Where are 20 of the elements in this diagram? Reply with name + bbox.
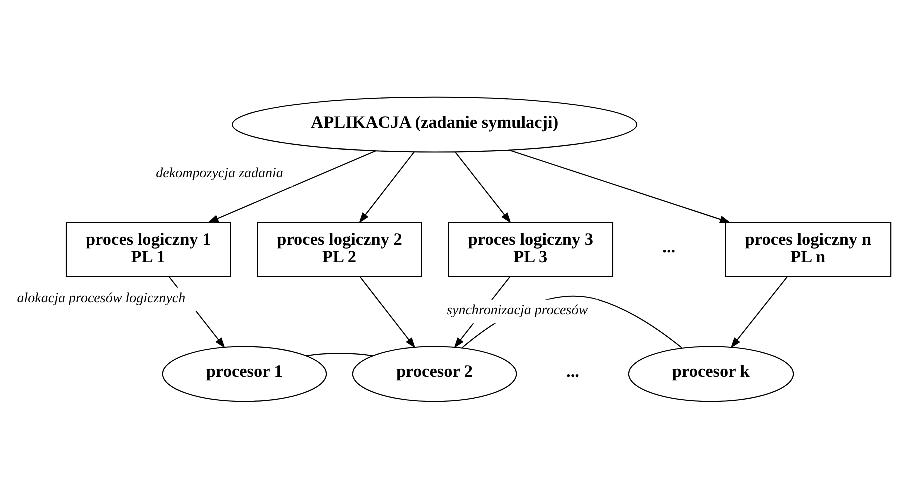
node-box: proces logiczny 3 PL 3 xyxy=(448,222,614,278)
arrow xyxy=(208,150,376,224)
node-ellipse: procesor 2 xyxy=(352,346,518,402)
arrow xyxy=(509,150,731,224)
arrow xyxy=(359,276,416,348)
node-ellipse: procesor 1 xyxy=(162,346,328,402)
node-ellipse: APLIKACJA (zadanie symulacji) xyxy=(232,96,638,153)
arrow xyxy=(730,276,788,348)
edge-label: synchronizacja procesów xyxy=(447,302,588,318)
connector xyxy=(306,353,374,357)
node-box: proces logiczny 1 PL 1 xyxy=(66,222,232,278)
node-ellipse: procesor k xyxy=(628,346,794,402)
node-box: proces logiczny n PL n xyxy=(725,222,892,278)
label: ... xyxy=(566,362,580,382)
edge-label: alokacja procesów logicznych xyxy=(17,290,186,306)
arrow xyxy=(359,152,415,224)
arrow xyxy=(454,152,512,224)
label: ... xyxy=(662,238,676,257)
edge-label: dekompozycja zadania xyxy=(156,165,284,182)
node-box: proces logiczny 2 PL 2 xyxy=(257,222,422,278)
